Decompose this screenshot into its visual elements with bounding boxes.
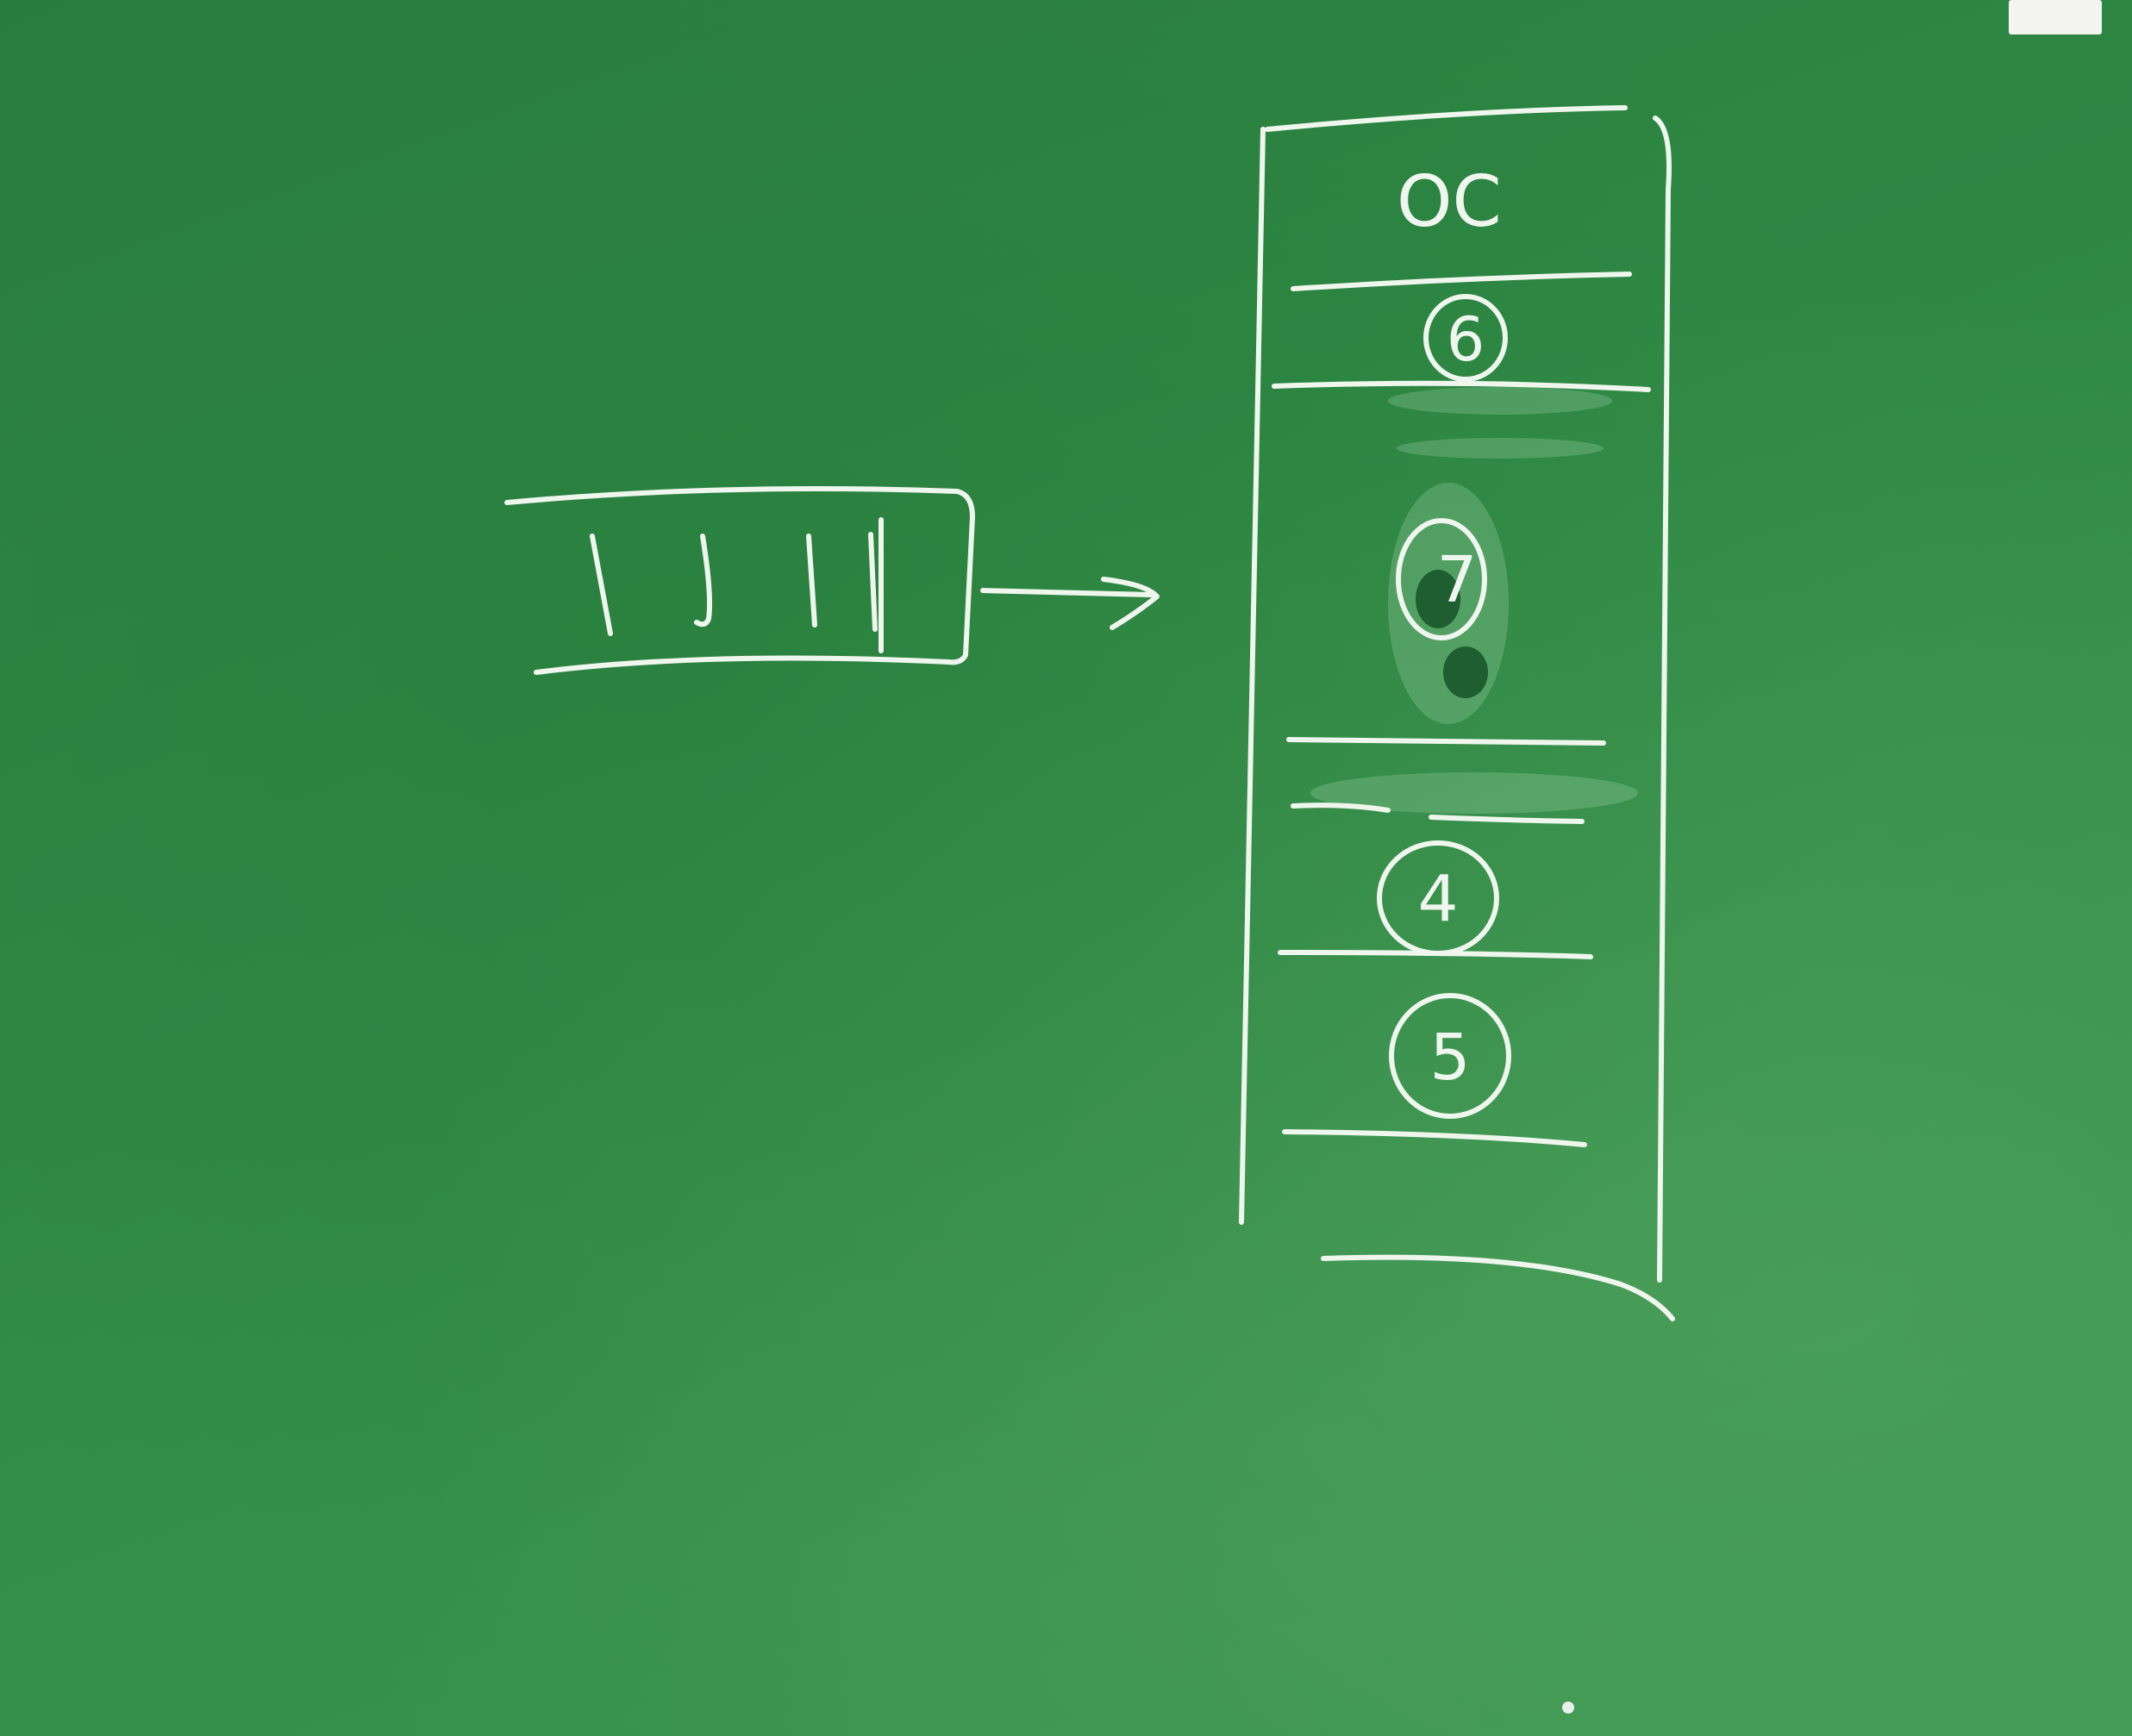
stack-bottom-curve <box>1321 1254 1675 1321</box>
smudge-upper <box>1388 387 1612 415</box>
stack-slot-4: 4 <box>1377 840 1499 956</box>
tally-mark-2 <box>694 534 713 628</box>
slot-label: 5 <box>1429 1021 1470 1095</box>
arrow <box>980 577 1160 630</box>
stack-top-label: OC <box>1397 161 1502 243</box>
divider-1 <box>1291 272 1632 291</box>
slot-circle <box>1423 294 1508 382</box>
slot-label: 4 <box>1417 862 1458 936</box>
divider-6 <box>1282 1129 1587 1147</box>
tally-mark-4 <box>868 532 878 632</box>
arrow-shaft <box>980 588 1154 597</box>
divider-4b <box>1429 815 1585 824</box>
slot-circle <box>1377 840 1499 956</box>
wet-spot-2 <box>1443 646 1488 698</box>
stack-top-edge <box>1265 105 1628 132</box>
tally-box-top-right-outline <box>504 485 975 665</box>
board-corner-tab <box>2009 0 2102 34</box>
arrow-head <box>1101 577 1160 630</box>
stack-slot-6: 6 <box>1423 294 1508 382</box>
wet-spot <box>1416 570 1460 628</box>
tally-box <box>504 485 975 675</box>
slot-label: 6 <box>1447 304 1485 375</box>
chalk-dot <box>1562 1702 1574 1714</box>
divider-4a <box>1291 802 1391 813</box>
stack-frame <box>1239 105 1675 1321</box>
stack-slot-5: 5 <box>1389 993 1511 1119</box>
divider-2 <box>1272 380 1651 392</box>
tally-mark-3 <box>806 534 817 628</box>
stack-slot-7: 7 <box>1396 518 1488 698</box>
stack-right-wall <box>1653 116 1672 1283</box>
slot-label: 7 <box>1436 543 1477 617</box>
slot-circle <box>1389 993 1511 1119</box>
slot-circle <box>1396 518 1487 640</box>
smudge-upper-2 <box>1397 438 1604 459</box>
tally-box-bottom-edge <box>534 655 951 675</box>
divider-3 <box>1286 737 1606 746</box>
tally-mark-1 <box>590 534 613 636</box>
smudge-lower <box>1310 772 1638 814</box>
stack-left-wall <box>1239 127 1266 1225</box>
